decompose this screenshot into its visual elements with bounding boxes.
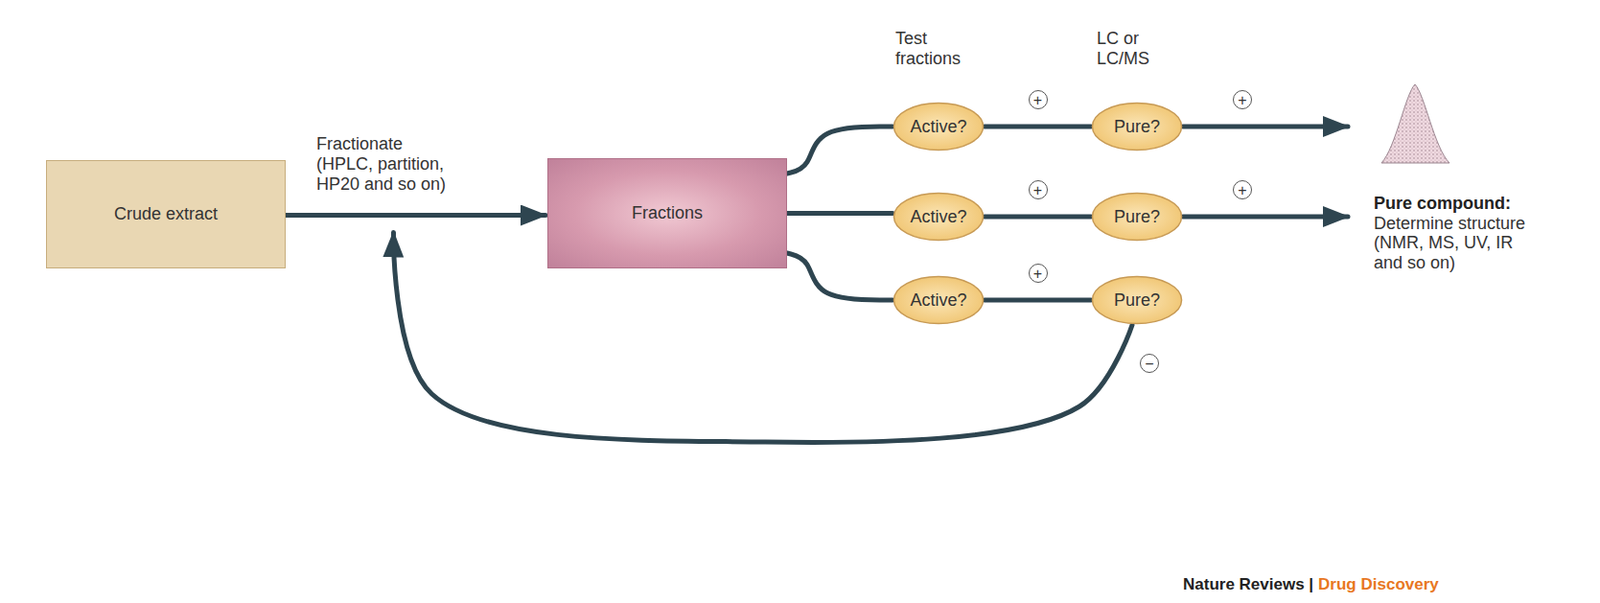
result-sign: + (1232, 90, 1253, 110)
node-text: Active? (909, 207, 967, 228)
flow-connector (787, 126, 893, 174)
purity-test-oval: Pure? (1090, 101, 1183, 152)
node-text: Active? (909, 290, 967, 311)
node-text: Crude extract (114, 204, 218, 225)
flow-connector (984, 298, 1091, 303)
result-sign: − (1139, 353, 1160, 373)
result-heading: Pure compound: (1373, 193, 1539, 214)
journal-name: Nature Reviews | (1182, 575, 1314, 595)
result-sign: + (1028, 90, 1048, 110)
node-text: Active? (909, 116, 967, 138)
flow-connector (1182, 214, 1348, 220)
node-text: Pure? (1113, 290, 1160, 311)
flow-connector (984, 214, 1091, 220)
flow-connector (787, 253, 893, 301)
fractions-box: Fractions (547, 158, 788, 269)
node-text: Pure? (1113, 116, 1160, 138)
activity-test-oval: Active? (892, 101, 985, 152)
result-sign: + (1028, 180, 1048, 200)
activity-test-oval: Active? (892, 191, 985, 242)
column-heading: Test fractions (895, 28, 982, 69)
pure-compound-node: Pure compound:Determine structure (NMR, … (1351, 80, 1592, 302)
result-note: Determine structure (NMR, MS, UV, IR and… (1373, 213, 1539, 274)
flow-connector (1182, 124, 1348, 130)
column-heading: LC or LC/MS (1096, 28, 1166, 69)
activity-test-oval: Active? (892, 275, 985, 325)
flow-connector (285, 212, 546, 218)
purity-test-oval: Pure? (1090, 275, 1183, 325)
node-text: Pure? (1113, 207, 1160, 228)
flow-connector (984, 124, 1091, 130)
pure-compound-pile (1378, 80, 1456, 167)
journal-name: Drug Discovery (1318, 575, 1439, 595)
node-text: Fractions (631, 203, 703, 224)
result-sign: + (1232, 180, 1253, 200)
purity-test-oval: Pure? (1090, 191, 1183, 242)
extract-box: Crude extract (46, 160, 286, 269)
flow-connector (787, 210, 893, 216)
step-label: Fractionate (HPLC, partition, HP20 and s… (316, 134, 461, 194)
result-sign: + (1028, 263, 1048, 283)
